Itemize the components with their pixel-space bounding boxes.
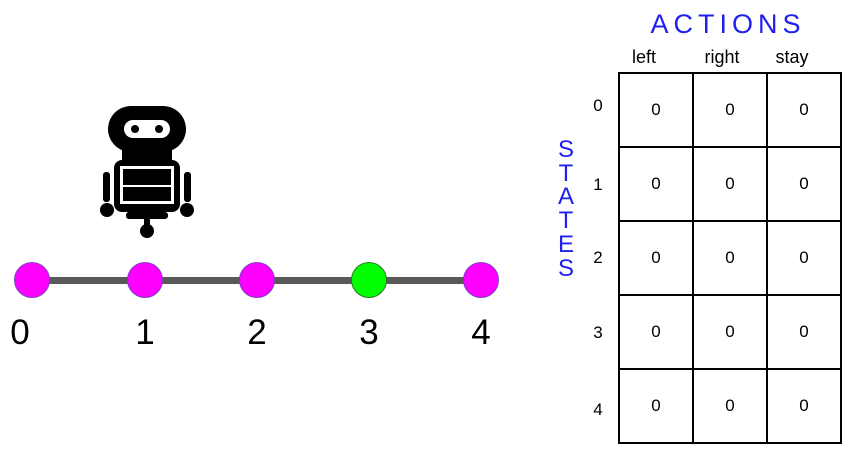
- q-cell: 0: [618, 72, 694, 148]
- states-letter: A: [557, 183, 574, 211]
- table-row: 0 0 0: [618, 294, 842, 370]
- states-letter: E: [557, 230, 574, 258]
- table-row: 0 0 0: [618, 368, 842, 444]
- states-letter: T: [558, 207, 574, 235]
- q-cell: 0: [766, 294, 842, 370]
- robot-icon: [100, 106, 194, 238]
- state-node-label-3: 3: [359, 313, 379, 352]
- state-row-label-1: 1: [593, 175, 603, 194]
- q-cell: 0: [692, 146, 768, 222]
- state-row-label-4: 4: [593, 400, 603, 419]
- state-node-label-4: 4: [471, 313, 491, 352]
- q-cell: 0: [766, 220, 842, 296]
- state-node-2: [239, 262, 275, 298]
- states-title: S T A T E S: [551, 138, 581, 280]
- states-letter: S: [557, 136, 574, 163]
- state-node-3: [351, 262, 387, 298]
- state-node-label-1: 1: [135, 313, 155, 352]
- state-node-label-0: 0: [10, 313, 30, 352]
- q-cell: 0: [618, 220, 694, 296]
- state-node-4: [463, 262, 499, 298]
- action-header-right: right: [704, 47, 740, 67]
- state-node-1: [127, 262, 163, 298]
- q-cell: 0: [618, 146, 694, 222]
- actions-title: ACTIONS: [650, 9, 806, 39]
- table-row: 0 0 0: [618, 220, 842, 296]
- table-row: 0 0 0: [618, 146, 842, 222]
- state-node-0: [14, 262, 50, 298]
- states-letter: T: [558, 159, 574, 187]
- q-cell: 0: [766, 72, 842, 148]
- states-letter: S: [557, 254, 574, 282]
- q-cell: 0: [618, 294, 694, 370]
- state-row-label-3: 3: [593, 323, 603, 342]
- q-cell: 0: [692, 72, 768, 148]
- table-row: 0 0 0: [618, 72, 842, 148]
- q-cell: 0: [692, 294, 768, 370]
- q-table: 0 0 0 0 0 0 0 0 0 0 0 0 0 0 0: [618, 72, 842, 444]
- q-cell: 0: [692, 368, 768, 444]
- action-header-stay: stay: [775, 47, 809, 67]
- q-cell: 0: [766, 146, 842, 222]
- state-node-label-2: 2: [247, 313, 267, 352]
- state-row-label-0: 0: [593, 96, 603, 115]
- q-cell: 0: [766, 368, 842, 444]
- q-cell: 0: [618, 368, 694, 444]
- state-row-label-2: 2: [593, 248, 603, 267]
- q-cell: 0: [692, 220, 768, 296]
- action-header-left: left: [631, 47, 656, 67]
